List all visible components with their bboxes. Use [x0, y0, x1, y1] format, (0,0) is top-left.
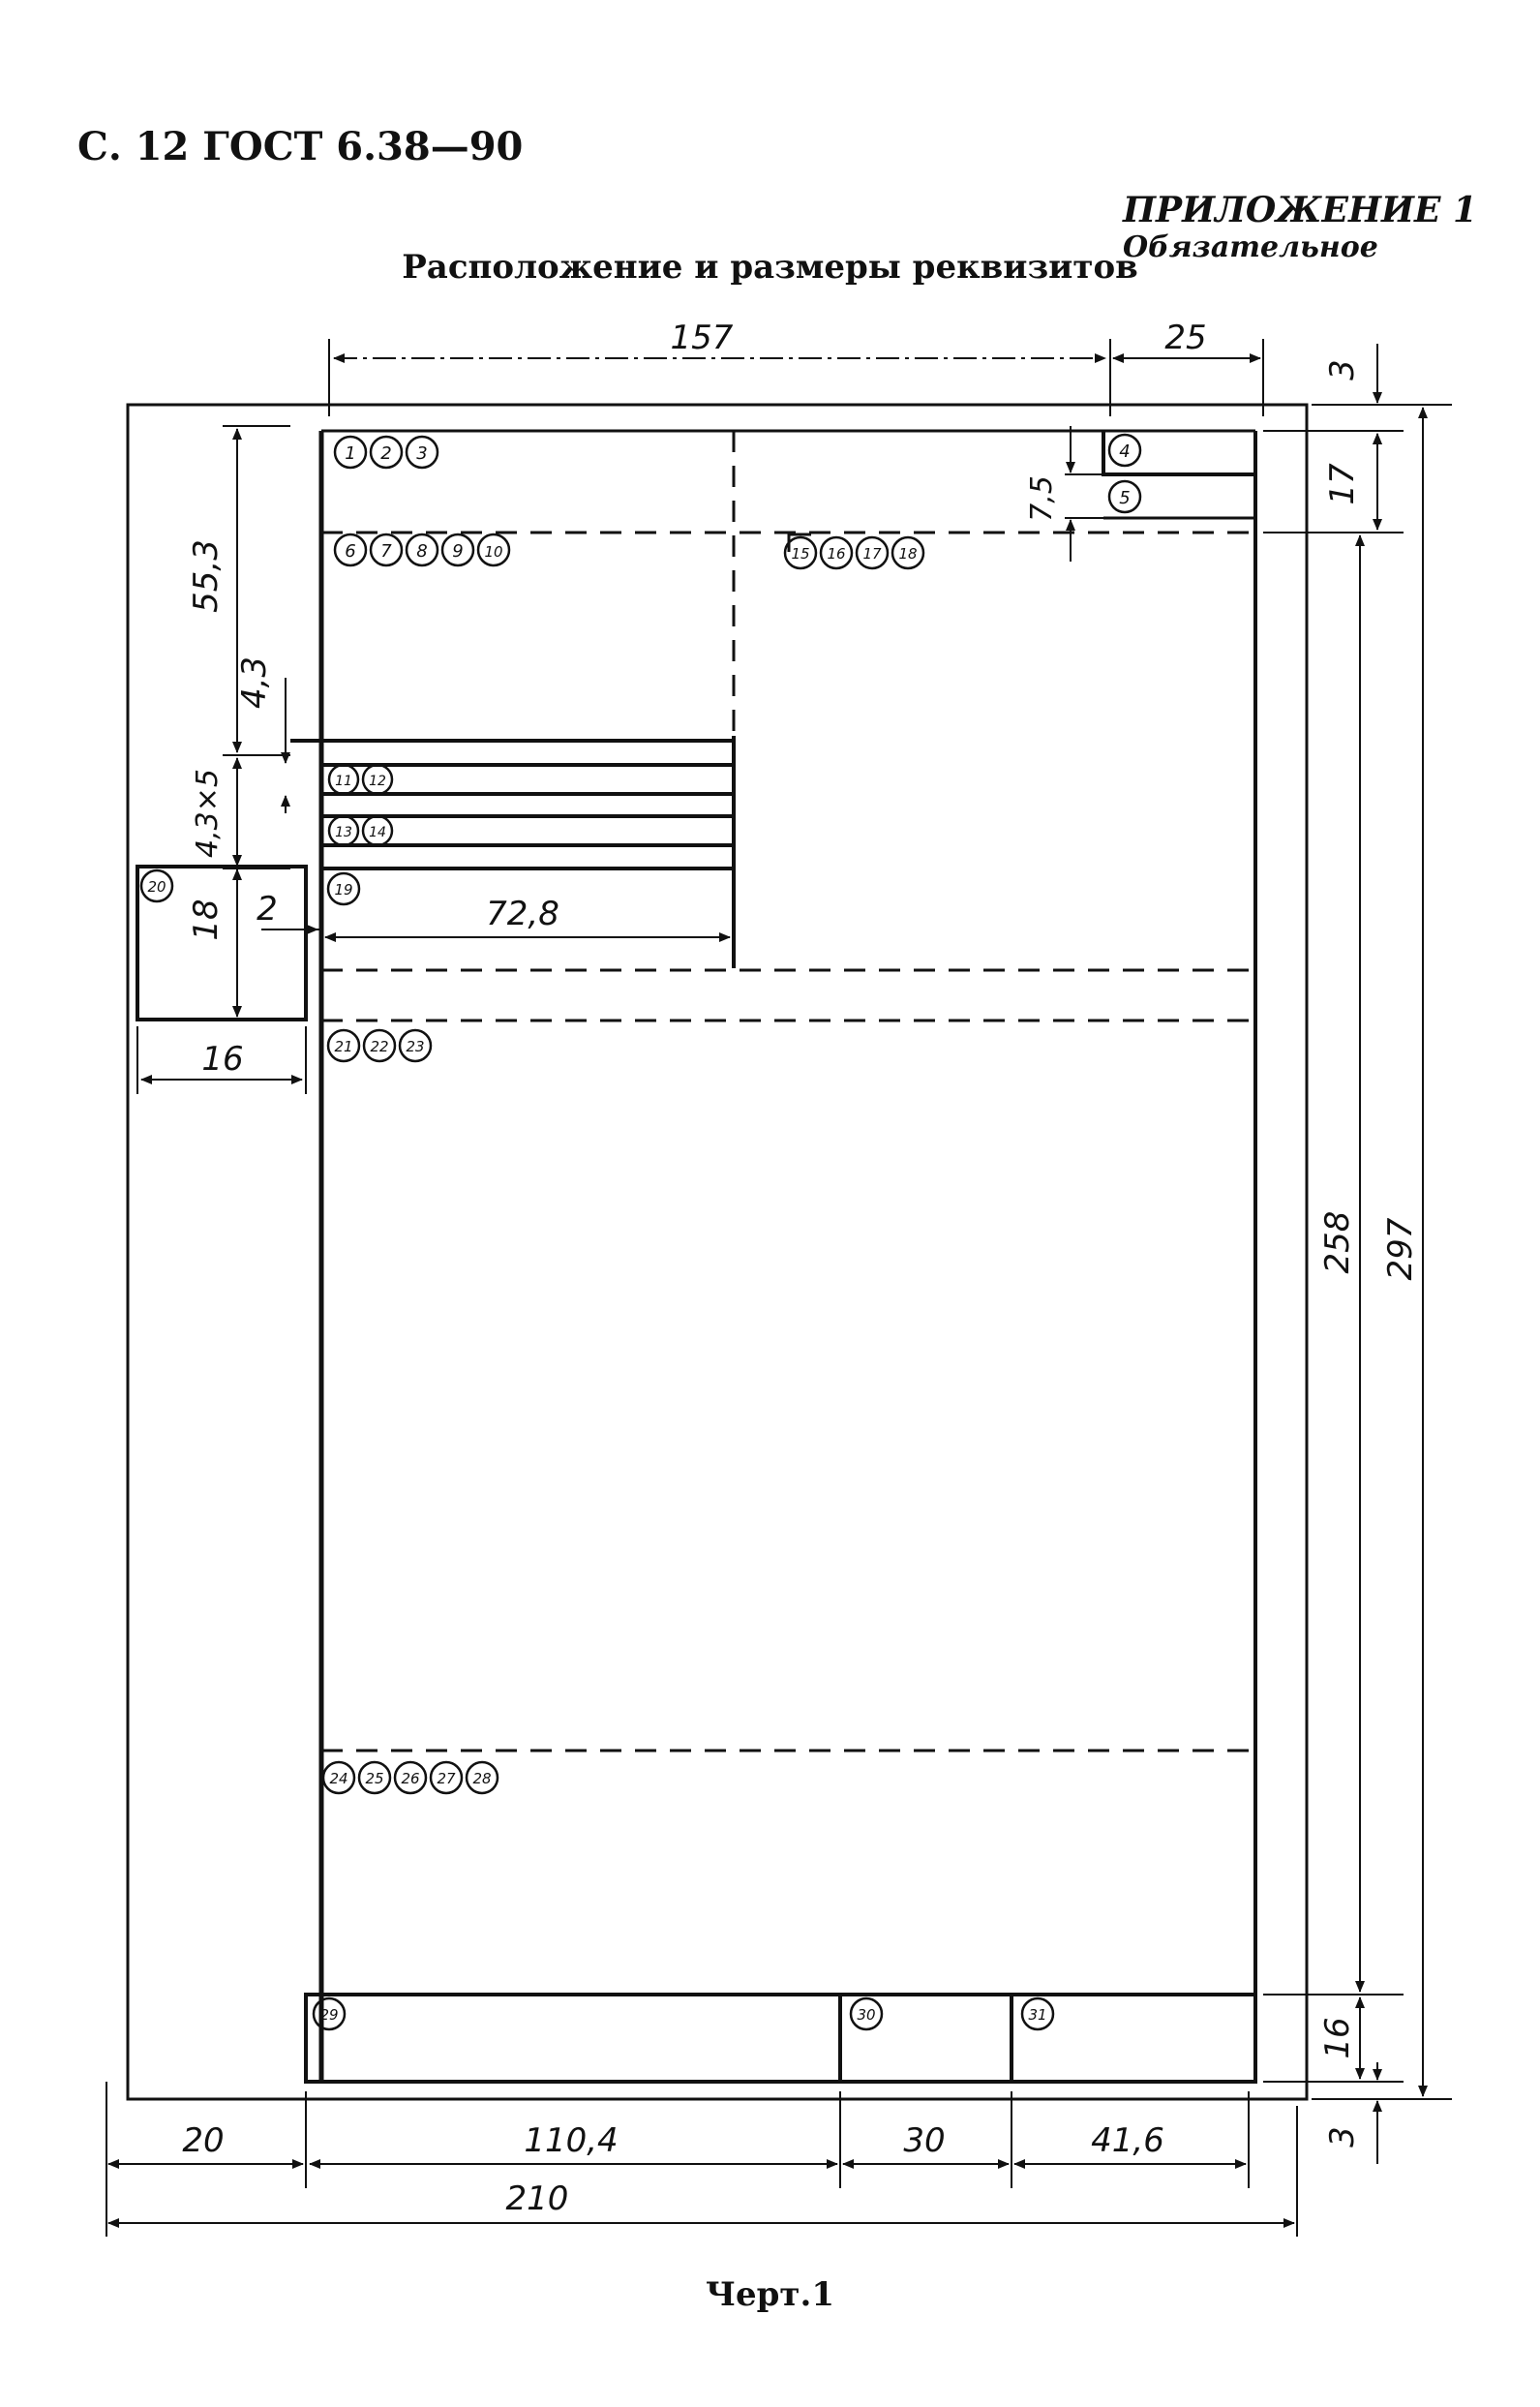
dim-41-6: 41,6 [1091, 2121, 1164, 2160]
requisite-21: 21 [334, 1038, 352, 1055]
requisite-13: 13 [335, 825, 352, 840]
requisite-19: 19 [334, 881, 352, 899]
dim-4-3x5: 4,3×5 [191, 769, 225, 858]
dim-25: 25 [1164, 319, 1206, 357]
requisite-27: 27 [437, 1770, 456, 1787]
requisite-1: 1 [345, 443, 355, 464]
requisite-24: 24 [329, 1770, 347, 1787]
dim-30: 30 [903, 2121, 945, 2160]
requisite-29: 29 [319, 2006, 338, 2024]
page-reference: С. 12 ГОСТ 6.38—90 [77, 124, 524, 169]
requisite-3: 3 [416, 443, 427, 464]
dim-16-horizontal: 16 [201, 1040, 243, 1079]
dim-20: 20 [182, 2121, 224, 2160]
dim-7-5: 7,5 [1025, 475, 1059, 522]
dim-72-8: 72,8 [486, 895, 559, 933]
requisite-20: 20 [147, 878, 166, 896]
requisite-markers [139, 433, 1142, 2031]
requisite-26: 26 [401, 1770, 419, 1787]
appendix-title: ПРИЛОЖЕНИЕ 1 [1123, 190, 1478, 230]
requisite-31: 31 [1028, 2006, 1046, 2024]
requisite-9: 9 [452, 541, 463, 562]
requisite-6: 6 [345, 541, 355, 562]
requisite-15: 15 [791, 545, 809, 563]
requisite-30: 30 [857, 2006, 875, 2024]
dim-210: 210 [506, 2179, 569, 2218]
dim-18: 18 [187, 899, 226, 940]
requisite-18: 18 [898, 545, 917, 563]
dim-16-vertical: 16 [1318, 2017, 1357, 2058]
dim-258: 258 [1318, 1211, 1357, 1274]
box-requisite-20 [136, 865, 308, 1021]
requisite-12: 12 [369, 774, 386, 789]
requisite-2: 2 [380, 443, 391, 464]
requisite-11: 11 [335, 774, 352, 789]
requisite-22: 22 [370, 1038, 388, 1055]
dim-297: 297 [1381, 1217, 1420, 1280]
dim-3-top: 3 [1323, 359, 1362, 381]
requisite-7: 7 [380, 541, 392, 562]
requisite-14: 14 [369, 825, 386, 840]
dim-2: 2 [257, 890, 278, 929]
dim-157: 157 [671, 319, 734, 357]
requisite-23: 23 [406, 1038, 424, 1055]
dim-110-4: 110,4 [524, 2121, 618, 2160]
requisite-17: 17 [862, 545, 882, 563]
figure-title: Расположение и размеры реквизитов [402, 248, 1138, 287]
requisite-25: 25 [365, 1770, 383, 1787]
figure-caption: Черт.1 [705, 2275, 834, 2314]
appendix-status: Обязательное [1123, 230, 1378, 264]
appendix-label: ПРИЛОЖЕНИЕ 1 Обязательное [1123, 190, 1477, 264]
dim-17: 17 [1323, 463, 1362, 505]
requisite-16: 16 [827, 545, 845, 563]
dim-3-bottom: 3 [1323, 2126, 1362, 2148]
row-13-14 [319, 814, 736, 847]
dim-4-3: 4,3 [235, 656, 274, 709]
sheet-outline [126, 403, 1309, 2101]
requisite-8: 8 [416, 541, 427, 562]
dim-55-3: 55,3 [187, 539, 226, 613]
requisite-10: 10 [484, 543, 502, 561]
requisite-4: 4 [1119, 442, 1130, 462]
footer-zone [304, 1993, 1257, 2084]
requisite-5: 5 [1119, 488, 1130, 508]
row-11-12 [319, 763, 736, 796]
requisite-28: 28 [472, 1770, 491, 1787]
corner-mark [787, 533, 811, 552]
